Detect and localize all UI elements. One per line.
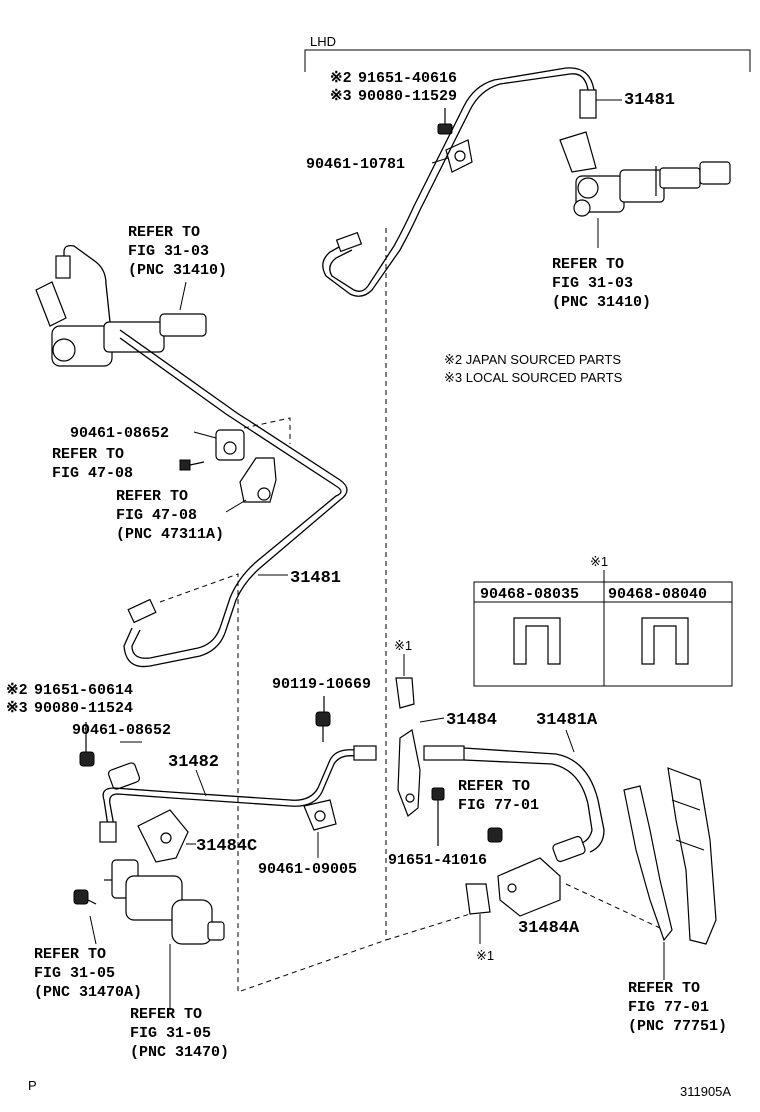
master-cylinder-right-icon <box>559 131 731 217</box>
svg-text:REFER TO: REFER TO <box>34 946 106 963</box>
mark3-bottom: ※3 <box>6 700 28 717</box>
svg-text:FIG 47-08: FIG 47-08 <box>116 507 197 524</box>
clip-mark: ※1 <box>590 554 608 569</box>
svg-text:FIG 31-05: FIG 31-05 <box>34 965 115 982</box>
part-90461-08652-lower: 90461-08652 <box>72 722 171 739</box>
mark2-top: ※2 <box>330 70 352 87</box>
bracket-47311-icon <box>239 457 277 503</box>
clamp-90461-09005-icon <box>303 799 337 831</box>
svg-text:(PNC 31410): (PNC 31410) <box>552 294 651 311</box>
clamp-upper-icon <box>215 429 245 461</box>
clamp-lower-left-icon <box>107 762 141 790</box>
master-cylinder-left-icon <box>35 244 207 367</box>
bolt-90119-icon <box>315 696 331 742</box>
bracket-31484c-icon <box>137 809 189 863</box>
hose-31481a <box>423 745 605 863</box>
part-31481a: 31481A <box>536 711 598 730</box>
part-90461-08652-upper: 90461-08652 <box>70 425 169 442</box>
bracket-31484-icon <box>397 729 421 817</box>
clip-08035-icon <box>513 617 561 665</box>
bolt-91651-41016-icon <box>431 787 445 846</box>
bolt-left-icon <box>179 459 205 471</box>
svg-text:REFER TO: REFER TO <box>458 778 530 795</box>
part-31481-top: 31481 <box>624 91 675 110</box>
svg-text:REFER TO: REFER TO <box>628 980 700 997</box>
svg-text:REFER TO: REFER TO <box>52 446 124 463</box>
part-31484a: 31484A <box>518 919 580 938</box>
tube-31481-top <box>322 67 622 297</box>
lhd-label: LHD <box>310 34 336 49</box>
mark1-top: ※1 <box>394 638 412 653</box>
tube-31481-left <box>119 329 348 668</box>
note-japan: ※2 JAPAN SOURCED PARTS <box>444 352 621 367</box>
svg-text:(PNC 77751): (PNC 77751) <box>628 1018 727 1035</box>
footer-code: 311905A <box>680 1084 731 1099</box>
clip-table: ※1 90468-08035 90468-08040 <box>473 554 733 687</box>
part-91651-40616: 91651-40616 <box>358 70 457 87</box>
refer-top-right: REFER TO FIG 31-03 (PNC 31410) <box>552 256 651 311</box>
svg-text:(PNC 47311A): (PNC 47311A) <box>116 526 224 543</box>
slave-cylinder-icon <box>104 859 225 945</box>
part-31484c: 31484C <box>196 837 257 856</box>
mark1-bottom: ※1 <box>476 948 494 963</box>
part-90080-11524: 90080-11524 <box>34 700 133 717</box>
mark3-top: ※3 <box>330 88 352 105</box>
part-91651-60614: 91651-60614 <box>34 682 133 699</box>
part-31481-left: 31481 <box>290 569 341 588</box>
svg-text:FIG 47-08: FIG 47-08 <box>52 465 133 482</box>
bolt-slave-icon <box>73 889 97 905</box>
svg-text:FIG 77-01: FIG 77-01 <box>628 999 709 1016</box>
svg-text:REFER TO: REFER TO <box>116 488 188 505</box>
svg-text:FIG 31-05: FIG 31-05 <box>130 1025 211 1042</box>
bolt-bottom-left-icon <box>79 722 95 767</box>
part-90080-11529: 90080-11529 <box>358 88 457 105</box>
svg-text:FIG 31-03: FIG 31-03 <box>128 243 209 260</box>
refer-bracket-left: REFER TO FIG 47-08 (PNC 47311A) <box>116 488 224 543</box>
note-local: ※3 LOCAL SOURCED PARTS <box>444 370 623 385</box>
svg-text:REFER TO: REFER TO <box>130 1006 202 1023</box>
part-90461-09005: 90461-09005 <box>258 861 357 878</box>
bracket-31484a-icon <box>497 857 561 917</box>
frame-bracket-icon <box>623 767 717 945</box>
refer-slave-b: REFER TO FIG 31-05 (PNC 31470) <box>130 1006 229 1061</box>
clip-bottom-icon <box>465 883 491 915</box>
bolt-icon <box>437 108 453 135</box>
part-31482: 31482 <box>168 753 219 772</box>
refer-bolt-right: REFER TO FIG 77-01 <box>458 778 539 814</box>
lhd-bracket: LHD <box>304 34 751 72</box>
tube-31482 <box>99 745 377 843</box>
svg-text:(PNC 31470A): (PNC 31470A) <box>34 984 142 1001</box>
svg-text:FIG 77-01: FIG 77-01 <box>458 797 539 814</box>
clip-small-icon <box>395 677 415 709</box>
svg-text:FIG 31-03: FIG 31-03 <box>552 275 633 292</box>
clip-header-2: 90468-08040 <box>608 586 707 603</box>
clamp-icon <box>445 139 473 173</box>
refer-bolt-left: REFER TO FIG 47-08 <box>52 446 133 482</box>
refer-slave-a: REFER TO FIG 31-05 (PNC 31470A) <box>34 946 142 1001</box>
clip-header-1: 90468-08035 <box>480 586 579 603</box>
part-90461-10781: 90461-10781 <box>306 156 405 173</box>
refer-frame: REFER TO FIG 77-01 (PNC 77751) <box>628 980 727 1035</box>
footer-left: P <box>28 1078 37 1093</box>
part-31484: 31484 <box>446 711 497 730</box>
refer-left-upper: REFER TO FIG 31-03 (PNC 31410) <box>128 224 227 279</box>
nut-icon <box>487 827 503 843</box>
svg-text:(PNC 31470): (PNC 31470) <box>130 1044 229 1061</box>
svg-text:REFER TO: REFER TO <box>552 256 624 273</box>
svg-text:(PNC 31410): (PNC 31410) <box>128 262 227 279</box>
clip-08040-icon <box>641 617 689 665</box>
part-90119-10669: 90119-10669 <box>272 676 371 693</box>
part-91651-41016: 91651-41016 <box>388 852 487 869</box>
svg-text:REFER TO: REFER TO <box>128 224 200 241</box>
mark2-bottom: ※2 <box>6 682 28 699</box>
